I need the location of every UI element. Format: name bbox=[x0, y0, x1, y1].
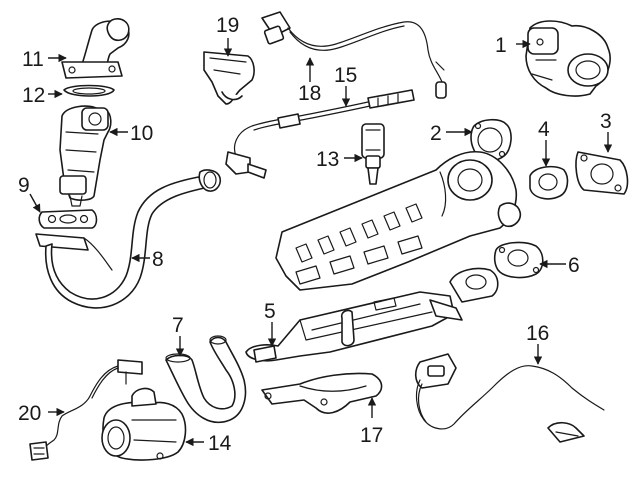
part-5-egr-cooler bbox=[245, 267, 499, 363]
part-16-sensor-harness bbox=[414, 353, 605, 443]
callout-15: 15 bbox=[334, 64, 357, 87]
callout-16: 16 bbox=[526, 322, 549, 345]
exhaust-manifold bbox=[275, 150, 522, 291]
part-3-flange bbox=[575, 151, 629, 195]
part-1-egr-actuator bbox=[525, 20, 611, 97]
callout-11: 11 bbox=[22, 48, 44, 71]
part-19-heat-shield bbox=[203, 51, 255, 105]
part-17-bracket bbox=[261, 372, 383, 414]
callout-13: 13 bbox=[316, 148, 339, 171]
callout-8: 8 bbox=[152, 248, 164, 271]
callout-17: 17 bbox=[360, 424, 383, 447]
callout-10: 10 bbox=[130, 122, 153, 145]
part-8-egr-pipe bbox=[35, 169, 222, 309]
part-4-gasket bbox=[529, 165, 569, 200]
part-7-egr-tube bbox=[165, 335, 247, 424]
callout-7: 7 bbox=[172, 314, 184, 337]
callout-12: 12 bbox=[22, 84, 45, 107]
callout-5: 5 bbox=[264, 300, 276, 323]
part-11-egr-elbow bbox=[61, 18, 130, 79]
callout-9: 9 bbox=[18, 174, 30, 197]
part-13-pressure-sensor bbox=[361, 123, 385, 185]
part-14-actuator bbox=[101, 387, 187, 461]
callout-labels: 1 2 3 4 5 6 7 8 9 10 11 12 13 14 15 16 1… bbox=[18, 14, 612, 455]
callout-18: 18 bbox=[298, 82, 321, 105]
callout-3: 3 bbox=[600, 110, 612, 133]
part-15-sensor-probe bbox=[225, 89, 415, 179]
part-9-flange-gasket bbox=[38, 209, 98, 229]
callout-4: 4 bbox=[538, 118, 550, 141]
callout-2: 2 bbox=[430, 122, 442, 145]
callout-6: 6 bbox=[568, 254, 580, 277]
leader-9 bbox=[29, 193, 41, 213]
part-10-egr-valve bbox=[59, 105, 112, 207]
part-18-sensor-harness bbox=[261, 11, 447, 99]
callout-20: 20 bbox=[18, 402, 41, 425]
part-2-gasket bbox=[470, 118, 512, 162]
callout-14: 14 bbox=[208, 432, 232, 455]
leader-lines bbox=[29, 38, 613, 447]
part-6-gasket bbox=[493, 241, 544, 279]
callout-1: 1 bbox=[495, 34, 507, 57]
callout-19: 19 bbox=[216, 14, 239, 37]
part-12-gasket bbox=[63, 84, 115, 97]
